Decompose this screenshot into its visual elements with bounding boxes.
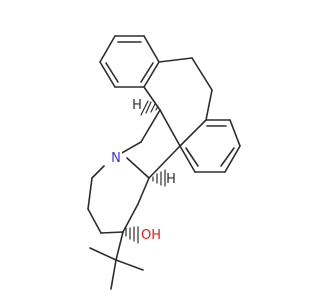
stereo-hash-lower [152,169,166,187]
upper-benzene-ring [99,35,160,88]
stereo-hash-upper [140,100,159,116]
atom-label-h-upper: H [132,97,142,113]
lower-benzene-ring [179,119,241,173]
molecule-drawing: N H H OH [87,35,241,290]
svg-text:H: H [166,172,176,187]
atom-label-nitrogen: N [110,149,122,166]
stereo-hash-oh [125,226,139,244]
tert-butyl-group [89,231,144,290]
atom-label-hydroxyl: OH [140,226,162,243]
ethano-bridge [158,57,213,121]
structure-canvas: N H H OH [87,35,241,290]
svg-text:H: H [132,98,142,113]
svg-text:N: N [111,151,121,166]
svg-text:OH: OH [141,228,161,243]
atom-label-h-lower: H [166,171,176,187]
